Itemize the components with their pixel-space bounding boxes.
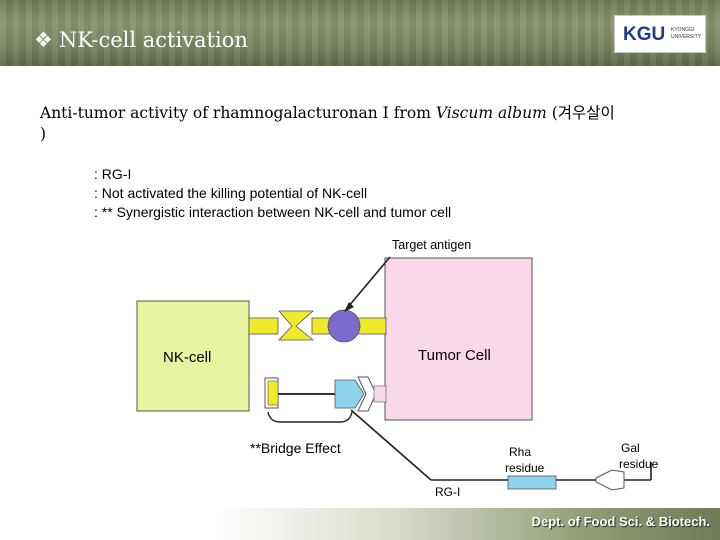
receptor-stalk [248, 317, 279, 335]
subtitle-closing: ) [40, 125, 47, 143]
gal-residue-label-line2: residue [619, 457, 659, 471]
slide-subtitle: Anti-tumor activity of rhamnogalacturona… [40, 103, 700, 145]
department-label: Dept. of Food Sci. & Biotech. [531, 514, 710, 529]
bridge-effect-label: **Bridge Effect [250, 440, 341, 456]
target-antigen-arrow [347, 256, 391, 308]
nk-lectin-bracket-inner [267, 380, 279, 406]
tumor-cell-label: Tumor Cell [418, 347, 491, 364]
tumor-lectin-chevron [357, 376, 377, 412]
rg-i-label: RG-I [435, 485, 460, 499]
target-antigen-arrowhead [344, 302, 354, 312]
tumor-cell-box [384, 257, 533, 421]
subtitle-prefix: Anti-tumor activity of rhamnogalacturona… [40, 104, 436, 122]
header-texture [0, 0, 720, 66]
nk-cell-box [136, 300, 250, 412]
rha-residue-label-line1: Rha [509, 445, 531, 459]
rha-residue-bound [334, 379, 365, 409]
bridge-effect-brace [267, 411, 353, 423]
target-antigen-shape [327, 309, 361, 343]
university-logo: KGU KYONGGI UNIVERSITY [614, 15, 706, 53]
slide-header: ❖NK-cell activation KGU KYONGGI UNIVERSI… [0, 0, 720, 66]
rha-residue-legend [507, 475, 557, 490]
target-antigen-label: Target antigen [392, 238, 471, 252]
summary-point: : RG-I [94, 166, 132, 182]
tumor-lectin-stalk [373, 385, 387, 403]
gal-residue-label-line1: Gal [621, 441, 640, 455]
slide-title-text: NK-cell activation [58, 28, 248, 52]
subtitle-suffix: (겨우살이 [546, 104, 615, 122]
diamond-bullet-icon: ❖ [34, 28, 53, 52]
summary-point: : Not activated the killing potential of… [94, 185, 368, 201]
nk-receptor-shape [278, 310, 315, 341]
slide-footer: Dept. of Food Sci. & Biotech. [0, 508, 720, 540]
nk-cell-label: NK-cell [163, 349, 211, 366]
rha-residue-label-line2: residue [505, 461, 545, 475]
rg-i-left-line [350, 409, 432, 481]
summary-points: : RG-I : Not activated the killing poten… [94, 165, 451, 222]
logo-text: KGU [623, 24, 666, 45]
subtitle-species: Viscum album [435, 104, 547, 122]
slide-title: ❖NK-cell activation [34, 28, 248, 52]
gal-residue-legend [595, 469, 625, 491]
summary-point: : ** Synergistic interaction between NK-… [94, 204, 452, 220]
logo-subtext: KYONGGI UNIVERSITY [671, 27, 702, 40]
